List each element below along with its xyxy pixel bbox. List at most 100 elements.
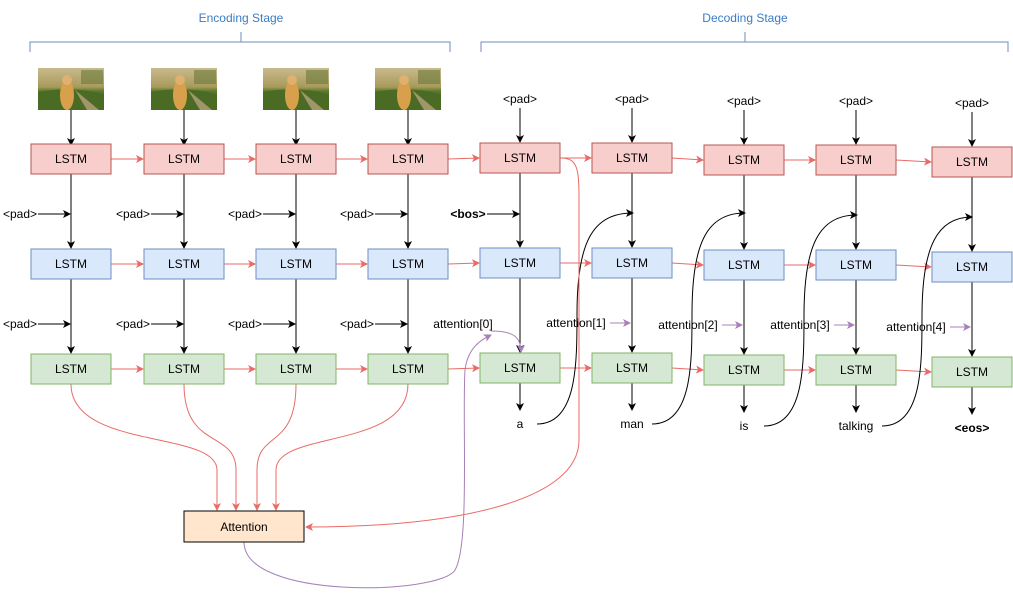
h-flow-r1-c4 bbox=[447, 154, 480, 163]
video-frame-4-image bbox=[375, 68, 441, 110]
dec-lstm-bot-5-label: LSTM bbox=[956, 365, 988, 379]
decoding-stage-title: Decoding Stage bbox=[702, 11, 788, 25]
output-word-4: talking bbox=[839, 419, 874, 433]
enc-lstm-bot-1 bbox=[30, 353, 112, 385]
video-frame-2-image bbox=[151, 68, 217, 110]
enc-pad-mid-3: <pad> bbox=[228, 207, 262, 221]
enc-lstm-bot-3 bbox=[255, 353, 337, 385]
lstm-layer bbox=[30, 68, 1013, 543]
word-feedback-4 bbox=[881, 213, 973, 427]
h-flow-r2-c4 bbox=[447, 259, 480, 268]
dec-lstm-top-2 bbox=[591, 142, 673, 174]
dec-lstm-top-5-label: LSTM bbox=[956, 155, 988, 169]
attention-box bbox=[183, 510, 305, 543]
enc-to-attention-4 bbox=[272, 383, 409, 511]
dec-lstm-top-1-label: LSTM bbox=[504, 151, 536, 165]
attention-input-1: attention[0] bbox=[433, 317, 492, 331]
enc-lstm-mid-1 bbox=[30, 248, 112, 280]
enc-lstm-mid-3-label: LSTM bbox=[280, 257, 312, 271]
attention-input-2: attention[1] bbox=[546, 316, 605, 330]
h-flow-r3-c8 bbox=[895, 367, 932, 376]
output-word-2: man bbox=[620, 417, 643, 431]
enc-lstm-top-4 bbox=[367, 143, 449, 175]
dec-lstm-bot-5 bbox=[931, 356, 1013, 388]
enc-lstm-top-2-label: LSTM bbox=[168, 152, 200, 166]
dec-lstm-mid-4 bbox=[815, 249, 897, 281]
enc-pad-bot-2: <pad> bbox=[116, 317, 150, 331]
dec-lstm-top-2-label: LSTM bbox=[616, 151, 648, 165]
dec-lstm-mid-2 bbox=[591, 247, 673, 279]
attention-box-label: Attention bbox=[220, 520, 267, 534]
enc-lstm-top-2 bbox=[143, 143, 225, 175]
video-frame-1-image bbox=[38, 68, 104, 110]
enc-lstm-top-4-label: LSTM bbox=[392, 152, 424, 166]
decoding-bracket bbox=[480, 32, 1009, 52]
enc-lstm-mid-2 bbox=[143, 248, 225, 280]
h-flow-r1-c8 bbox=[895, 157, 932, 166]
word-feedback-1 bbox=[536, 209, 634, 425]
dec-lstm-top-3 bbox=[703, 144, 785, 176]
enc-lstm-top-1-label: LSTM bbox=[55, 152, 87, 166]
enc-pad-mid-1: <pad> bbox=[3, 207, 37, 221]
attention-input-4: attention[3] bbox=[770, 318, 829, 332]
encoding-stage-title: Encoding Stage bbox=[199, 11, 284, 25]
dec-pad-top-5: <pad> bbox=[955, 96, 989, 110]
encoding-bracket bbox=[29, 32, 451, 52]
enc-lstm-bot-2 bbox=[143, 353, 225, 385]
dec-lstm-bot-1-label: LSTM bbox=[504, 361, 536, 375]
enc-lstm-mid-3 bbox=[255, 248, 337, 280]
attention-input-3: attention[2] bbox=[658, 318, 717, 332]
enc-to-attention-2 bbox=[183, 383, 240, 511]
enc-lstm-bot-2-label: LSTM bbox=[168, 362, 200, 376]
dec-lstm-mid-5 bbox=[931, 251, 1013, 283]
dec-lstm-mid-4-label: LSTM bbox=[840, 258, 872, 272]
enc-pad-bot-1: <pad> bbox=[3, 317, 37, 331]
enc-pad-bot-4: <pad> bbox=[340, 317, 374, 331]
dec-lstm-top-3-label: LSTM bbox=[728, 153, 760, 167]
word-feedback-3 bbox=[763, 211, 858, 427]
enc-lstm-bot-3-label: LSTM bbox=[280, 362, 312, 376]
dec-lstm-mid-1-label: LSTM bbox=[504, 256, 536, 270]
decoder-to-attention bbox=[305, 157, 580, 531]
dec-lstm-bot-2 bbox=[591, 352, 673, 384]
dec-pad-top-1: <pad> bbox=[503, 92, 537, 106]
attention-input-5: attention[4] bbox=[886, 320, 945, 334]
dec-lstm-mid-2-label: LSTM bbox=[616, 256, 648, 270]
word-feedback-2 bbox=[651, 209, 746, 425]
dec-lstm-mid-3-label: LSTM bbox=[728, 258, 760, 272]
dec-pad-top-3: <pad> bbox=[727, 94, 761, 108]
dec-pad-top-4: <pad> bbox=[839, 94, 873, 108]
h-flow-r3-c4 bbox=[447, 364, 480, 373]
dec-lstm-top-4 bbox=[815, 144, 897, 176]
dec-pad-top-2: <pad> bbox=[615, 92, 649, 106]
enc-lstm-bot-4 bbox=[367, 353, 449, 385]
text-layer: LSTM LSTM LSTM <pad> <pad> LSTM LSTM LSTM <pad> <… bbox=[3, 92, 989, 534]
enc-pad-mid-4: <pad> bbox=[340, 207, 374, 221]
output-word-3: is bbox=[740, 419, 749, 433]
h-flow-r2-c8 bbox=[895, 262, 932, 271]
enc-lstm-top-1 bbox=[30, 143, 112, 175]
enc-lstm-top-3-label: LSTM bbox=[280, 152, 312, 166]
attention-input-arrow-1 bbox=[490, 330, 525, 353]
attention-to-decoder bbox=[243, 334, 492, 589]
dec-lstm-mid-3 bbox=[703, 249, 785, 281]
dec-lstm-bot-4-label: LSTM bbox=[840, 363, 872, 377]
enc-pad-mid-2: <pad> bbox=[116, 207, 150, 221]
enc-lstm-mid-4-label: LSTM bbox=[392, 257, 424, 271]
dec-lstm-bot-2-label: LSTM bbox=[616, 361, 648, 375]
h-flow-r3-c6 bbox=[671, 365, 704, 374]
dec-lstm-mid-5-label: LSTM bbox=[956, 260, 988, 274]
enc-lstm-bot-1-label: LSTM bbox=[55, 362, 87, 376]
eos-token: <eos> bbox=[955, 421, 990, 435]
output-word-1: a bbox=[517, 417, 524, 431]
enc-lstm-bot-4-label: LSTM bbox=[392, 362, 424, 376]
enc-to-attention-3 bbox=[253, 383, 297, 511]
bos-token: <bos> bbox=[450, 207, 485, 221]
enc-lstm-mid-2-label: LSTM bbox=[168, 257, 200, 271]
enc-lstm-top-3 bbox=[255, 143, 337, 175]
enc-lstm-mid-1-label: LSTM bbox=[55, 257, 87, 271]
enc-to-attention-1 bbox=[70, 383, 221, 511]
dec-lstm-top-1 bbox=[479, 142, 561, 174]
connection-layer bbox=[38, 108, 976, 589]
